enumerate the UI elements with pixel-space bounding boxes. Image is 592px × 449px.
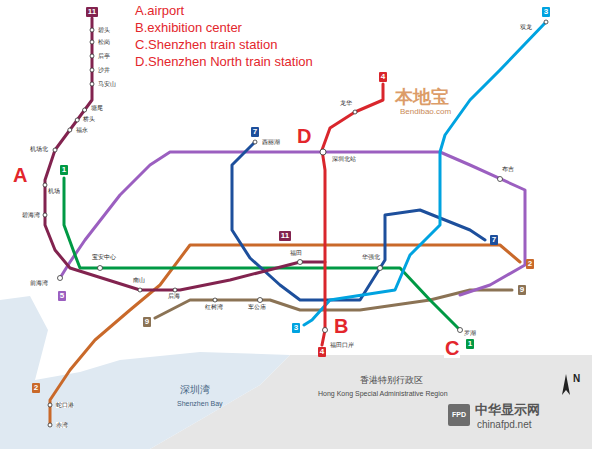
line-4 (322, 84, 383, 345)
line-badge: 1 (60, 165, 68, 175)
line-number: 5 (60, 291, 64, 300)
station-name: 后海 (168, 293, 180, 299)
line-number: 4 (381, 72, 385, 81)
station-name: 宝安中心 (92, 254, 116, 260)
line-number: 11 (281, 231, 289, 240)
line-number: 9 (145, 317, 149, 326)
line-badge: 2 (32, 383, 40, 393)
station-name: 赤湾 (56, 422, 68, 428)
region-name: Hong Kong Special Administrative Region (318, 390, 448, 397)
bay-water (0, 296, 290, 449)
station-name: 福永 (76, 127, 88, 133)
line-number: 7 (253, 127, 257, 136)
station-name: 机场北 (30, 146, 48, 152)
line-7 (232, 142, 485, 300)
logo-icon (448, 404, 470, 426)
line-number: 3 (544, 7, 548, 16)
line-badge: 9 (518, 285, 526, 295)
station-name: 龙华 (340, 100, 352, 106)
legend-text: A.airport (135, 4, 184, 17)
station-name: 松岗 (98, 39, 110, 45)
watermark: Bendibao.com (400, 108, 451, 116)
station-name: 华强北 (362, 254, 380, 260)
station-name: 马安山 (98, 81, 116, 87)
north-arrow (562, 374, 570, 395)
legend-text: B.exhibition center (135, 21, 242, 34)
line-badge: 11 (279, 231, 291, 241)
station-name: 西丽湖 (262, 139, 280, 145)
marker-letter: B (333, 316, 349, 336)
region-name: 香港特别行政区 (360, 376, 423, 385)
line-badge: 5 (58, 291, 66, 301)
station-name: 前海湾 (30, 280, 48, 286)
line-number: 11 (88, 7, 96, 16)
station-name: 后亭 (98, 53, 110, 59)
line-badge: 3 (542, 7, 550, 17)
line-3 (304, 22, 546, 325)
legend-text: C.Shenzhen train station (135, 38, 277, 51)
station-name: 蛇口港 (56, 402, 74, 408)
station-name: 碧头 (98, 27, 110, 33)
line-badge: 9 (143, 317, 151, 327)
station-name: 福田口岸 (330, 342, 354, 348)
line-badge: 7 (251, 127, 259, 137)
station-name: 机场 (48, 188, 60, 194)
line-number: 9 (520, 285, 524, 294)
line-badge: 4 (379, 72, 387, 82)
line-number: 2 (528, 259, 532, 268)
logo-text: 中华显示网 (475, 403, 540, 416)
north-label: N (573, 374, 580, 384)
line-badge: 4 (318, 347, 326, 357)
line-badge: 3 (292, 323, 300, 333)
station-name: 碧海湾 (22, 212, 40, 218)
line-badge: 11 (86, 7, 98, 17)
water-name: 深圳湾 (180, 385, 210, 395)
line-badge: 7 (490, 235, 498, 245)
station-name: 布吉 (502, 166, 514, 172)
logo-text: FPD (452, 411, 466, 418)
line-11 (45, 18, 325, 290)
line-2 (50, 245, 520, 425)
line-number: 4 (320, 347, 324, 356)
line-1 (64, 178, 460, 330)
line-number: 1 (468, 339, 472, 348)
marker-letter: C (444, 338, 460, 358)
line-9 (155, 290, 512, 318)
station-name: 双龙 (520, 24, 532, 30)
station-name: 车公庙 (248, 304, 266, 310)
station-name: 福田 (290, 250, 302, 256)
line-number: 2 (34, 383, 38, 392)
line-number: 7 (492, 235, 496, 244)
logo-text: chinafpd.net (477, 420, 532, 430)
station-name: 南山 (133, 277, 145, 283)
station-name: 罗湖 (464, 330, 476, 336)
station-name: 桥头 (83, 116, 95, 122)
watermark: 本地宝 (395, 88, 449, 106)
water-name: Shenzhen Bay (177, 400, 223, 407)
station-name: 深圳北站 (332, 156, 356, 162)
metro-lines (45, 18, 546, 425)
line-number: 1 (62, 165, 66, 174)
station-name: 塘尾 (91, 105, 103, 111)
line-badge: 2 (526, 259, 534, 269)
line-badge: 1 (466, 339, 474, 349)
marker-letter: D (296, 126, 312, 146)
station-dots (43, 20, 548, 427)
line-number: 3 (294, 323, 298, 332)
station-name: 沙井 (98, 67, 110, 73)
legend-text: D.Shenzhen North train station (135, 55, 313, 68)
station-name: 红树湾 (205, 304, 223, 310)
marker-letter: A (12, 165, 28, 185)
